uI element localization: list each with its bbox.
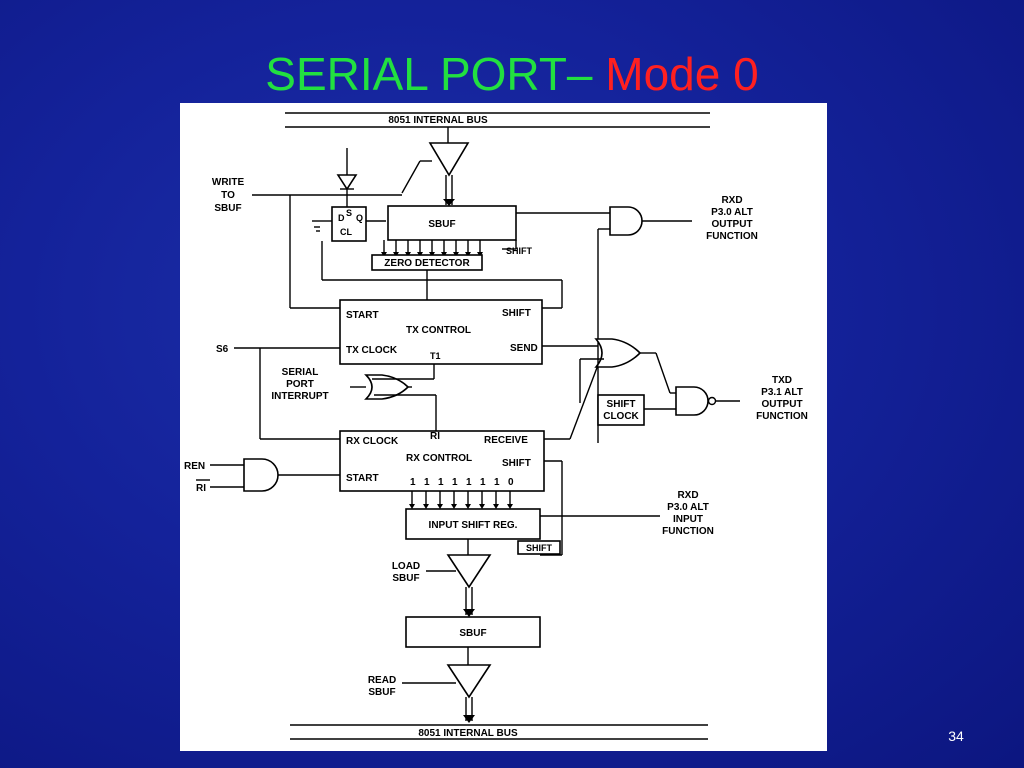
bus-bottom-label: 8051 INTERNAL BUS <box>418 728 518 739</box>
svg-text:SHIFT: SHIFT <box>502 308 531 319</box>
svg-text:SHIFT: SHIFT <box>506 246 533 256</box>
svg-text:S6: S6 <box>216 344 229 355</box>
svg-text:1: 1 <box>424 477 430 488</box>
rx-control: RX CLOCK RI RECEIVE RX CONTROL SHIFT STA… <box>339 364 599 556</box>
svg-text:REN: REN <box>184 461 205 472</box>
svg-text:Q: Q <box>356 213 363 223</box>
read-buffer: READ SBUF <box>368 647 492 723</box>
svg-text:INPUT SHIFT REG.: INPUT SHIFT REG. <box>429 520 518 531</box>
svg-text:TO: TO <box>221 190 235 201</box>
svg-text:SHIFT: SHIFT <box>526 543 553 553</box>
svg-text:SERIAL: SERIAL <box>282 367 319 378</box>
s6-clock: S6 <box>216 344 340 440</box>
svg-text:CLOCK: CLOCK <box>603 411 639 422</box>
svg-text:FUNCTION: FUNCTION <box>756 411 808 422</box>
shift-clock: SHIFT CLOCK <box>597 394 676 426</box>
svg-text:RI: RI <box>430 431 440 442</box>
svg-text:TX CLOCK: TX CLOCK <box>346 345 398 356</box>
svg-text:P3.0 ALT: P3.0 ALT <box>667 502 709 513</box>
svg-text:SBUF: SBUF <box>368 687 395 698</box>
send-or-gate <box>542 338 671 403</box>
svg-text:SBUF: SBUF <box>392 573 419 584</box>
write-to-sbuf-label: WRITE TO SBUF <box>212 177 402 214</box>
tx-control: START SHIFT TX CONTROL TX CLOCK SEND T1 <box>339 299 543 365</box>
bus-top-label: 8051 INTERNAL BUS <box>388 115 488 126</box>
svg-text:WRITE: WRITE <box>212 177 245 188</box>
svg-text:P3.0 ALT: P3.0 ALT <box>711 207 753 218</box>
svg-text:SHIFT: SHIFT <box>607 399 636 410</box>
svg-text:S: S <box>346 208 352 218</box>
svg-text:START: START <box>346 473 379 484</box>
internal-bus-bottom: 8051 INTERNAL BUS <box>290 724 708 740</box>
internal-bus-top: 8051 INTERNAL BUS <box>285 112 710 128</box>
svg-text:1: 1 <box>438 477 444 488</box>
slide-number: 34 <box>948 728 964 744</box>
svg-text:SEND: SEND <box>510 343 538 354</box>
sbuf-receive: SBUF <box>405 616 541 648</box>
svg-text:CL: CL <box>340 227 352 237</box>
input-shift-register: INPUT SHIFT REG. RXD P3.0 ALT INPUT FUNC… <box>405 490 714 555</box>
svg-text:FUNCTION: FUNCTION <box>706 231 758 242</box>
send-flip-flop: D S Q CL <box>312 148 386 242</box>
svg-text:RXD: RXD <box>721 195 742 206</box>
svg-text:1: 1 <box>410 477 416 488</box>
svg-text:INPUT: INPUT <box>673 514 703 525</box>
svg-text:RXD: RXD <box>677 490 698 501</box>
svg-text:RX CONTROL: RX CONTROL <box>406 453 472 464</box>
shift-reg-arrows <box>409 491 513 509</box>
svg-text:1: 1 <box>494 477 500 488</box>
load-buffer: LOAD SBUF <box>392 539 492 617</box>
svg-text:RECEIVE: RECEIVE <box>484 435 528 446</box>
ren-and-gate: REN RI <box>184 458 340 494</box>
svg-text:READ: READ <box>368 675 396 686</box>
diagram-svg: 8051 INTERNAL BUS WRITE TO SBUF D S Q CL <box>184 112 808 740</box>
slide-title: SERIAL PORT– Mode 0 <box>0 44 1024 104</box>
svg-text:START: START <box>346 310 379 321</box>
svg-text:SBUF: SBUF <box>459 628 486 639</box>
svg-text:INTERRUPT: INTERRUPT <box>271 391 328 402</box>
svg-text:ZERO DETECTOR: ZERO DETECTOR <box>384 258 470 269</box>
svg-text:1: 1 <box>466 477 472 488</box>
interrupt-or-gate: SERIAL PORT INTERRUPT <box>271 364 437 431</box>
svg-text:1: 1 <box>480 477 486 488</box>
rxd-output-and-gate: RXD P3.0 ALT OUTPUT FUNCTION <box>597 195 758 443</box>
svg-text:P3.1 ALT: P3.1 ALT <box>761 387 803 398</box>
svg-text:D: D <box>338 213 345 223</box>
title-main: SERIAL PORT– <box>265 48 593 100</box>
svg-text:T1: T1 <box>430 351 441 361</box>
svg-text:PORT: PORT <box>286 379 314 390</box>
svg-text:SHIFT: SHIFT <box>502 458 531 469</box>
svg-text:TX CONTROL: TX CONTROL <box>406 325 471 336</box>
write-buffer <box>401 127 470 206</box>
title-accent: Mode 0 <box>605 48 759 100</box>
tx-wiring <box>289 195 563 309</box>
svg-text:RX CLOCK: RX CLOCK <box>346 436 399 447</box>
zero-detector: ZERO DETECTOR <box>371 254 483 303</box>
svg-text:1: 1 <box>452 477 458 488</box>
sbuf-transmit: SBUF SHIFT <box>387 205 610 256</box>
txd-nand-gate: TXD P3.1 ALT OUTPUT FUNCTION <box>670 375 808 422</box>
svg-text:LOAD: LOAD <box>392 561 420 572</box>
svg-text:FUNCTION: FUNCTION <box>662 526 714 537</box>
svg-text:OUTPUT: OUTPUT <box>711 219 752 230</box>
svg-text:SBUF: SBUF <box>428 219 455 230</box>
serial-port-block-diagram: 8051 INTERNAL BUS WRITE TO SBUF D S Q CL <box>180 103 827 751</box>
svg-text:0: 0 <box>508 477 514 488</box>
svg-text:TXD: TXD <box>772 375 792 386</box>
svg-text:SBUF: SBUF <box>214 203 241 214</box>
svg-text:OUTPUT: OUTPUT <box>761 399 802 410</box>
svg-text:RI: RI <box>196 483 206 494</box>
